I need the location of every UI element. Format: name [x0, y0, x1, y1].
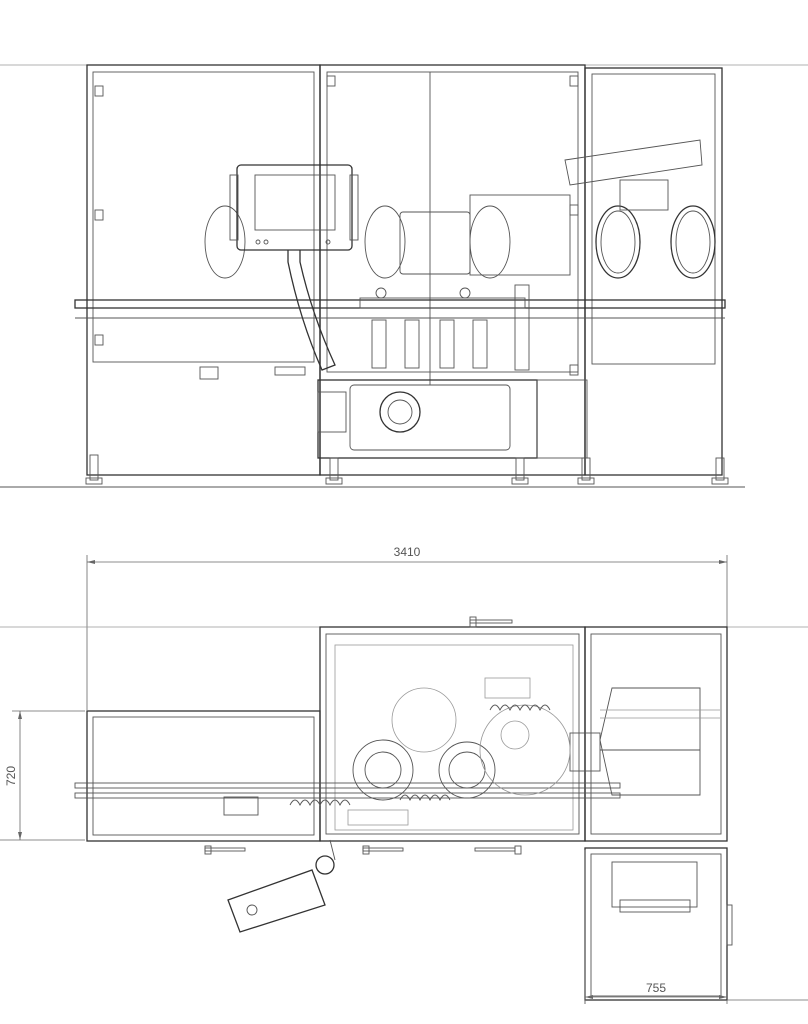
dimension-label: 3410 — [394, 545, 421, 559]
conveyor-rail — [74, 299, 726, 309]
dimension-side-unit-width: 755 — [584, 850, 808, 1004]
dimension-label: 720 — [4, 766, 18, 786]
glove-port — [670, 205, 716, 279]
right-isolator-frame — [584, 67, 723, 476]
infeed-section — [86, 710, 321, 842]
dimension-label: 755 — [646, 981, 666, 995]
starwheels — [289, 677, 571, 826]
capping-section — [584, 626, 728, 842]
filling-station — [359, 139, 703, 371]
left-guard-frame — [86, 64, 321, 476]
dimension-overall-length: 3410 — [86, 545, 728, 710]
auxiliary-unit — [584, 847, 728, 1001]
glove-port — [204, 205, 246, 279]
glove-port — [364, 205, 406, 279]
front-elevation-view — [0, 64, 808, 488]
hmi-swivel-panel — [227, 839, 336, 933]
top-plan-view: 3410 — [0, 545, 808, 1004]
glove-port — [469, 205, 511, 279]
machine-base — [317, 379, 588, 459]
dimension-conveyor-width: 720 — [0, 710, 85, 841]
hmi-touch-screen — [229, 164, 359, 371]
center-guard-frame — [319, 64, 586, 476]
glove-port — [595, 205, 641, 279]
conveyor-top — [74, 782, 621, 789]
